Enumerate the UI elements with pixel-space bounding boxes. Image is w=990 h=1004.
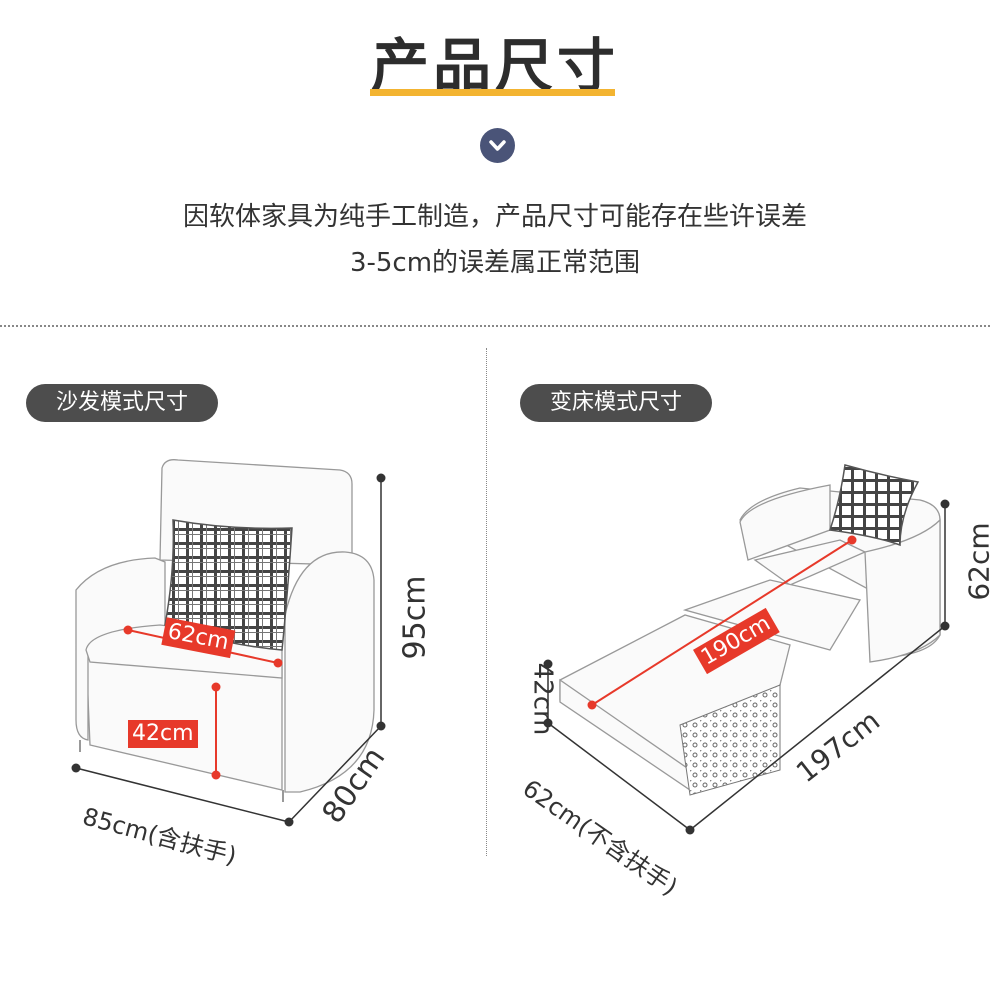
chevron-down-icon	[480, 128, 515, 163]
notice-line-1: 因软体家具为纯手工制造，产品尺寸可能存在些许误差	[182, 202, 807, 232]
sofa-illustration	[71, 459, 386, 827]
section-divider	[0, 325, 990, 327]
bed-mode-label: 变床模式尺寸	[520, 384, 712, 422]
column-divider	[486, 348, 487, 856]
notice-line-2: 3-5cm的误差属正常范围	[349, 248, 641, 278]
bed-seat-height-label: 42cm	[527, 662, 558, 736]
seat-height-label: 42cm	[128, 720, 198, 748]
total-height-label: 95cm	[397, 575, 433, 660]
arm-height-label: 62cm	[962, 522, 990, 601]
title-underline	[370, 89, 615, 96]
page-title: 产品尺寸	[370, 32, 619, 100]
sofa-mode-label: 沙发模式尺寸	[26, 384, 218, 422]
